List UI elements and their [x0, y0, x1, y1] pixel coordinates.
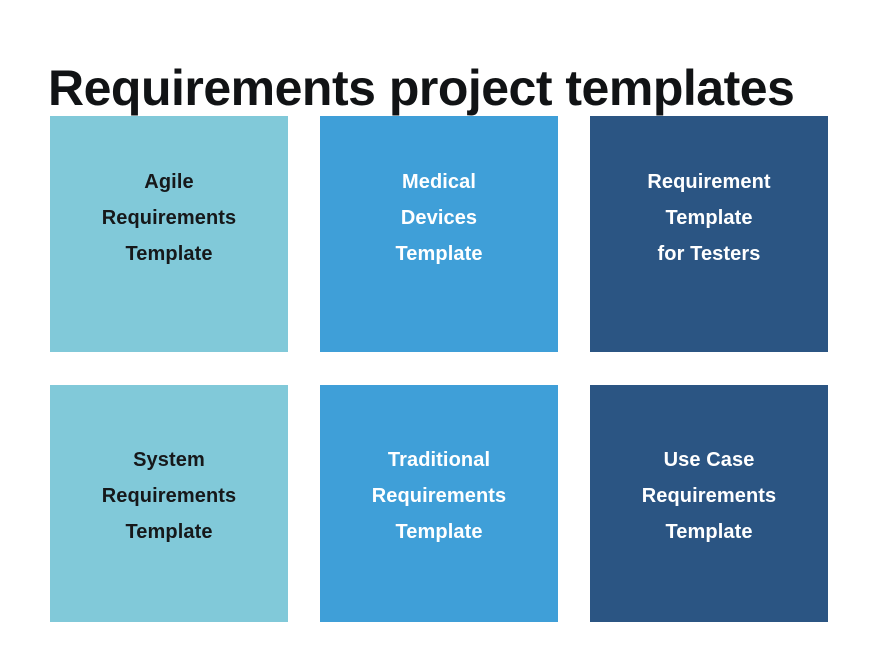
template-card-label: Use Case Requirements Template — [641, 448, 777, 543]
template-card-label: System Requirements Template — [101, 448, 237, 543]
template-card-use-case-requirements[interactable]: Use Case Requirements Template — [590, 385, 828, 622]
template-card-requirement-for-testers[interactable]: Requirement Template for Testers — [590, 116, 828, 352]
template-card-grid: Agile Requirements Template Medical Devi… — [50, 116, 829, 622]
template-card-label: Requirement Template for Testers — [647, 171, 771, 265]
template-card-label: Medical Devices Template — [395, 171, 483, 265]
page-title: Requirements project templates — [48, 59, 795, 116]
template-card-label: Traditional Requirements Template — [371, 448, 507, 543]
template-card-system-requirements[interactable]: System Requirements Template — [50, 385, 288, 622]
template-card-label: Agile Requirements Template — [101, 171, 237, 265]
template-card-medical-devices[interactable]: Medical Devices Template — [320, 116, 558, 352]
template-card-traditional-requirements[interactable]: Traditional Requirements Template — [320, 385, 558, 622]
template-card-agile-requirements[interactable]: Agile Requirements Template — [50, 116, 288, 352]
